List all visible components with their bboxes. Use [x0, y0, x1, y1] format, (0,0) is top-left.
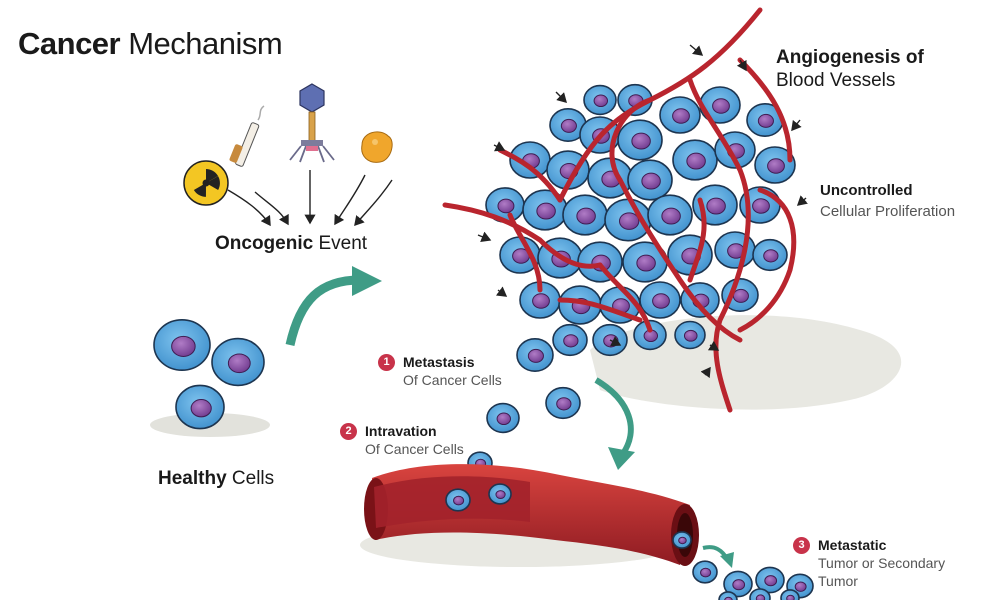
fungus-icon — [361, 131, 393, 163]
cell-nucleus — [497, 198, 515, 214]
cell-nucleus — [706, 197, 726, 215]
cell-nucleus — [631, 132, 651, 150]
cell-nucleus — [495, 490, 506, 500]
cell-nucleus — [618, 212, 640, 230]
cell-nucleus — [794, 581, 807, 592]
cell-nucleus — [652, 293, 670, 309]
cell-nucleus — [672, 108, 690, 124]
cell-nucleus — [712, 98, 730, 114]
step-1-badge: 1 — [378, 354, 395, 371]
step-1-title: Metastasis — [403, 354, 475, 370]
cell-nucleus — [700, 567, 712, 578]
cell-nucleus — [732, 579, 746, 591]
tumor-ground-shadow — [590, 315, 902, 410]
cell-nucleus — [496, 412, 512, 426]
step-2-badge: 2 — [340, 423, 357, 440]
step-2-title: Intravation — [365, 423, 437, 439]
radiation-icon — [183, 160, 229, 206]
cell-nucleus — [227, 353, 251, 374]
tumor-arrows — [477, 44, 809, 379]
cell-nucleus — [661, 207, 681, 225]
step-3-badge: 3 — [793, 537, 810, 554]
cell-nucleus — [527, 348, 544, 363]
step-3-subtitle: Tumor or Secondary — [818, 555, 946, 571]
cell-nucleus — [683, 329, 698, 342]
cell-nucleus — [752, 198, 770, 214]
cigarette-icon — [229, 105, 265, 167]
cell-nucleus — [724, 596, 733, 600]
cell-nucleus — [786, 594, 795, 600]
cell-nucleus — [536, 202, 556, 220]
virus-icon — [289, 83, 335, 163]
cell-nucleus — [755, 594, 766, 600]
cell-nucleus — [556, 397, 572, 411]
step-2-subtitle: Of Cancer Cells — [365, 441, 464, 457]
step-1-subtitle: Of Cancer Cells — [403, 372, 502, 388]
cell-nucleus — [767, 158, 785, 174]
process-arrows — [285, 266, 734, 568]
cell-nucleus — [560, 118, 577, 133]
step-3-title: Metastatic — [818, 537, 887, 553]
cell-nucleus — [686, 152, 706, 170]
secondary-tumor-cell — [718, 591, 738, 600]
secondary-tumor — [692, 560, 814, 600]
cells-in-vessel — [445, 483, 692, 549]
cell-nucleus — [764, 575, 778, 587]
cell-nucleus — [576, 207, 596, 225]
cell-nucleus — [678, 536, 687, 545]
cell-nucleus — [532, 293, 550, 309]
metastasizing-cells — [467, 337, 581, 475]
cell-nucleus — [190, 399, 212, 418]
cell-nucleus — [171, 335, 196, 357]
cell-nucleus — [641, 172, 661, 190]
cell-nucleus — [453, 495, 465, 506]
cell-nucleus — [636, 254, 656, 272]
angiogenesis-vessels — [442, 7, 797, 413]
oncogenic-event-label: Oncogenic Event — [215, 233, 368, 254]
cell-nucleus — [763, 249, 779, 263]
cell-nucleus — [732, 288, 749, 303]
cell-nucleus — [757, 113, 774, 128]
cell-nucleus — [563, 334, 579, 348]
step-3-subtitle-line2: Tumor — [818, 573, 858, 589]
healthy-cells-group — [153, 318, 265, 430]
cell-nucleus — [593, 94, 609, 108]
healthy-cells-label: Healthy Cells — [158, 468, 275, 489]
oncogenic-arrows — [227, 170, 393, 227]
page-title: Cancer Mechanism — [18, 26, 283, 61]
